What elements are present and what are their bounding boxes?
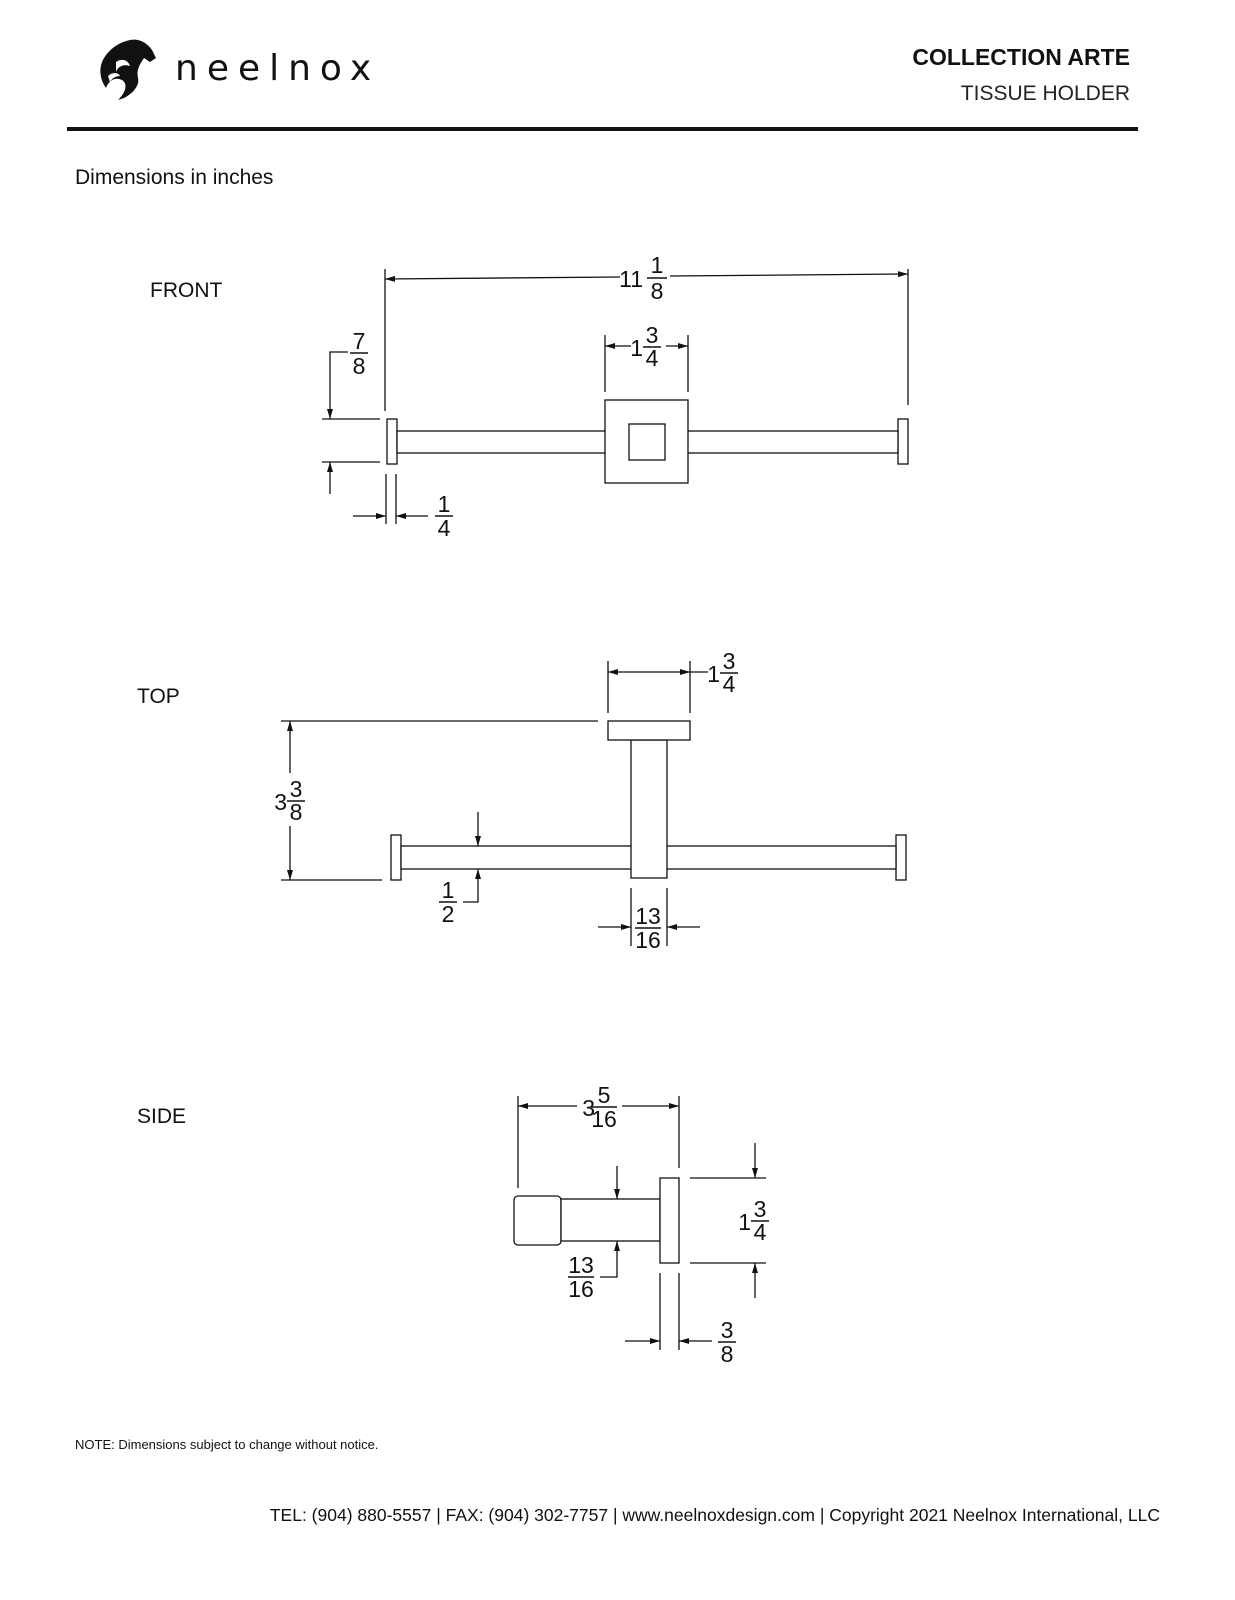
dim-side-depth: 3 5 16 bbox=[582, 1082, 617, 1132]
dim-front-end-cap-thickness: 1 4 bbox=[435, 491, 453, 541]
svg-text:4: 4 bbox=[723, 671, 736, 697]
front-view bbox=[322, 269, 909, 524]
svg-text:7: 7 bbox=[353, 328, 366, 354]
svg-text:8: 8 bbox=[290, 799, 303, 825]
dimensions-unit-note: Dimensions in inches bbox=[75, 166, 274, 189]
horse-head-icon bbox=[100, 39, 156, 100]
svg-text:1: 1 bbox=[738, 1209, 751, 1235]
svg-text:8: 8 bbox=[721, 1341, 734, 1367]
svg-text:3: 3 bbox=[721, 1317, 734, 1343]
front-view-label: FRONT bbox=[150, 279, 223, 302]
side-roll-end bbox=[513, 1195, 562, 1246]
svg-text:2: 2 bbox=[442, 901, 455, 927]
top-left-end-cap bbox=[390, 834, 402, 881]
svg-text:4: 4 bbox=[438, 515, 451, 541]
svg-text:8: 8 bbox=[651, 278, 664, 304]
svg-text:1: 1 bbox=[438, 491, 451, 517]
svg-text:16: 16 bbox=[635, 927, 661, 953]
front-mount-plate bbox=[604, 399, 689, 484]
dim-side-plate-thickness: 3 8 bbox=[718, 1317, 736, 1367]
svg-text:3: 3 bbox=[754, 1196, 767, 1222]
product-name: TISSUE HOLDER bbox=[960, 82, 1130, 105]
svg-text:16: 16 bbox=[568, 1276, 594, 1302]
top-center-post bbox=[630, 739, 668, 879]
disclaimer-note: NOTE: Dimensions subject to change witho… bbox=[75, 1437, 379, 1452]
svg-text:3: 3 bbox=[723, 648, 736, 674]
svg-text:3: 3 bbox=[290, 776, 303, 802]
svg-text:1: 1 bbox=[630, 335, 643, 361]
dim-side-rod-diameter: 13 16 bbox=[568, 1252, 594, 1302]
svg-text:3: 3 bbox=[274, 789, 287, 815]
side-view bbox=[513, 1096, 766, 1350]
side-rod bbox=[560, 1198, 661, 1242]
side-view-label: SIDE bbox=[137, 1105, 187, 1128]
dim-top-mount-width: 1 3 4 bbox=[707, 648, 738, 697]
svg-text:5: 5 bbox=[598, 1082, 611, 1108]
svg-text:1: 1 bbox=[651, 252, 664, 278]
dim-top-post-width: 13 16 bbox=[635, 903, 661, 953]
dim-front-end-cap-height: 7 8 bbox=[350, 328, 368, 379]
header-divider bbox=[67, 127, 1138, 131]
collection-title: COLLECTION ARTE bbox=[912, 44, 1130, 70]
top-right-end-cap bbox=[895, 834, 907, 881]
svg-text:11: 11 bbox=[619, 266, 643, 292]
svg-text:4: 4 bbox=[646, 345, 659, 371]
top-mount-plate bbox=[607, 720, 691, 741]
brand-name: neelnox bbox=[175, 48, 381, 89]
dim-front-center-width: 1 3 4 bbox=[630, 322, 661, 371]
front-right-end-cap bbox=[897, 418, 909, 465]
contact-footer: TEL: (904) 880-5557 | FAX: (904) 302-775… bbox=[269, 1505, 1160, 1525]
svg-text:1: 1 bbox=[707, 661, 720, 687]
svg-text:13: 13 bbox=[568, 1252, 594, 1278]
top-view-label: TOP bbox=[137, 685, 180, 708]
svg-text:3: 3 bbox=[582, 1095, 595, 1121]
svg-text:3: 3 bbox=[646, 322, 659, 348]
side-wall-plate bbox=[659, 1177, 680, 1264]
dim-top-rod-diameter: 1 2 bbox=[439, 877, 457, 927]
neelnox-logo bbox=[100, 39, 156, 100]
dim-top-projection: 3 3 8 bbox=[274, 776, 305, 825]
svg-text:4: 4 bbox=[754, 1219, 767, 1245]
front-left-end-cap bbox=[386, 418, 398, 465]
dim-side-plate-height: 1 3 4 bbox=[738, 1196, 769, 1245]
svg-text:1: 1 bbox=[442, 877, 455, 903]
top-view bbox=[281, 661, 907, 946]
svg-text:16: 16 bbox=[591, 1106, 617, 1132]
svg-text:13: 13 bbox=[635, 903, 661, 929]
front-center-post bbox=[628, 423, 666, 461]
svg-text:8: 8 bbox=[353, 353, 366, 379]
dim-front-overall-width: 11 1 8 bbox=[619, 252, 667, 304]
